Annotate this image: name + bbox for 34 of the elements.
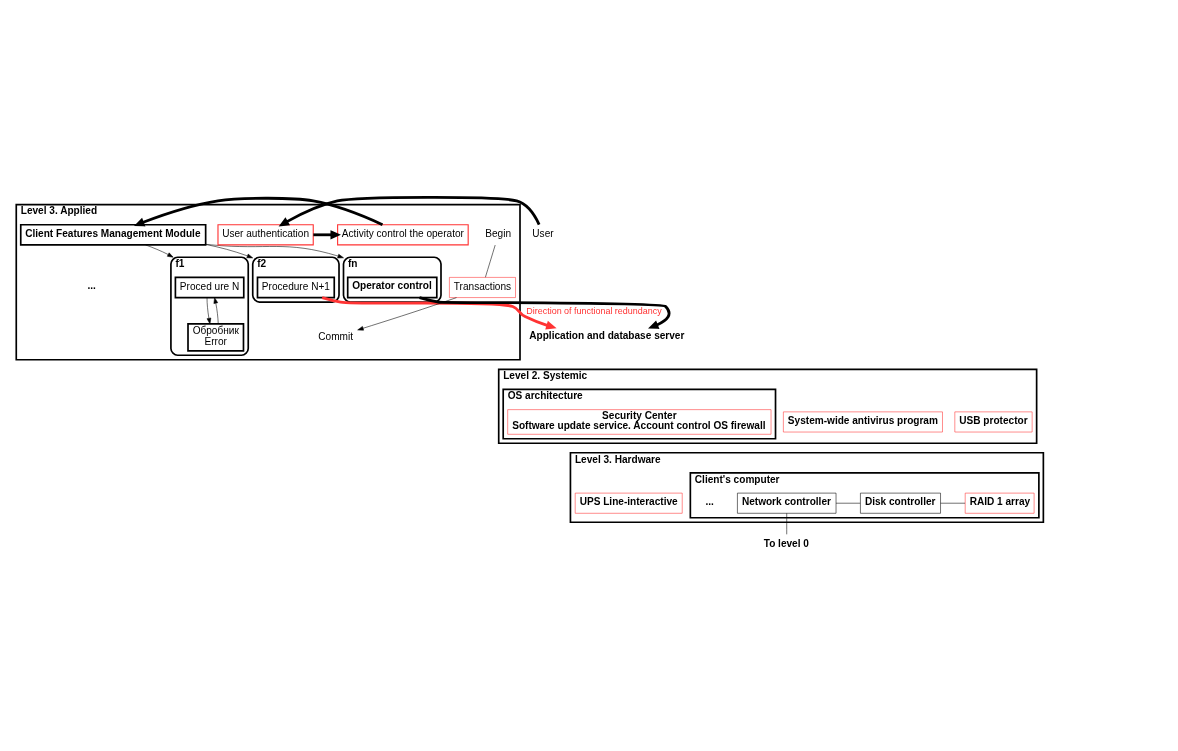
node-box: Transactions <box>449 276 516 298</box>
arrow <box>313 229 341 239</box>
node-box: User authentication <box>217 223 314 245</box>
connector <box>786 512 787 535</box>
node-text: To level 0 <box>763 537 809 549</box>
arrow <box>357 296 457 330</box>
node-box: Обробник Error <box>187 322 245 352</box>
arrow <box>213 296 219 324</box>
arrow <box>205 243 344 258</box>
node-box: USB protector <box>954 411 1033 432</box>
arrow <box>145 244 174 257</box>
node-box: System-wide antivirus program <box>783 411 943 432</box>
node-text: User <box>532 227 554 239</box>
node-box: UPS Line-interactive <box>574 492 683 514</box>
label: ... <box>705 495 714 507</box>
arrow <box>206 296 212 324</box>
node-box: Network controller <box>737 492 837 514</box>
node-box: Procedure N+1 <box>256 276 336 298</box>
node-box: RAID 1 array <box>964 492 1035 514</box>
label: ... <box>87 279 96 291</box>
node-box: Proced ure N <box>174 276 245 298</box>
node-text: Commit <box>318 330 354 342</box>
edge-label: Direction of functional redundancy <box>526 305 662 316</box>
arrow <box>205 243 253 258</box>
arrow <box>321 295 557 330</box>
node-box: Client Features Management Module <box>19 223 207 246</box>
node-box: Operator control <box>346 276 438 298</box>
arrow <box>278 195 541 226</box>
arrow <box>419 295 671 329</box>
node-box: Security Center Software update service. Account control OS firewall <box>507 408 772 435</box>
node-text: Application and database server <box>529 329 685 341</box>
node-box: Activity control the operator <box>337 223 469 245</box>
node-text: Begin <box>485 227 512 239</box>
node-box: Disk controller <box>860 492 941 514</box>
